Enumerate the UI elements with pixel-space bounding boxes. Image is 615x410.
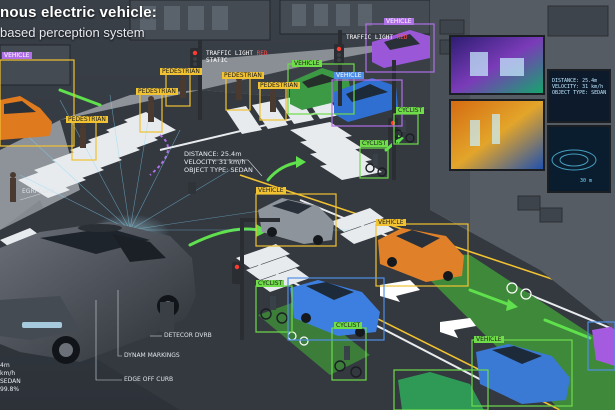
label-vehicle-orange: VEHICLE <box>376 219 406 226</box>
object-type: OBJECT TYPE: SEDAN <box>184 166 253 174</box>
label-cyclist-3: CYCLIST <box>360 140 389 147</box>
ego-readout-type: SEDAN <box>0 378 21 385</box>
callout-edge-off-curb: EDGE OFF CURB <box>124 376 174 383</box>
ego-readout: 4m km/h SEDAN 99.8% <box>0 362 21 394</box>
screen-readout: DISTANCE: 25.4m VELOCITY: 31 km/h OBJECT… <box>552 78 606 96</box>
object-velocity: VELOCITY: 31 km/h <box>184 158 246 166</box>
label-vehicle-blue: VEHICLE <box>334 72 364 79</box>
label-pedestrian-4: PEDESTRIAN <box>66 116 108 123</box>
ego-readout-confidence: 99.8% <box>0 386 20 393</box>
page-title: nous electric vehicle: <box>0 4 157 21</box>
traffic-light-1-state: RED <box>256 50 268 57</box>
callout-detector-curb: DETECOR DVRB <box>164 332 212 339</box>
page-subtitle: based perception system <box>0 25 145 40</box>
label-cyclist-2: CYCLIST <box>334 322 363 329</box>
label-vehicle-top-right: VEHICLE <box>384 18 414 25</box>
label-pedestrian-1: PEDESTRIAN <box>160 68 202 75</box>
object-info-panel: DISTANCE: 25.4m VELOCITY: 31 km/h OBJECT… <box>184 150 253 174</box>
object-distance: DISTANCE: 25.4m <box>184 150 242 158</box>
label-pedestrian-2: PEDESTRIAN <box>222 72 264 79</box>
traffic-light-1-label: TRAFFIC LIGHT <box>206 50 253 57</box>
label-vehicle-top-left: VEHICLE <box>2 52 32 59</box>
callout-edge-curb: EGRI CURB <box>22 188 56 195</box>
screen-velocity: VELOCITY: 31 km/h <box>552 84 604 90</box>
screen-distance: DISTANCE: 25.4m <box>552 78 598 84</box>
traffic-light-2-label: TRAFFIC LIGHT <box>346 34 393 41</box>
callout-dynam-markings: DYNAM MARKINGS <box>124 352 180 359</box>
label-cyclist-1: CYCLIST <box>256 280 285 287</box>
label-pedestrian-5: PEDESTRIAN <box>136 88 178 95</box>
screen-small-readout: 30 m <box>580 178 593 184</box>
traffic-light-1-status: STATIC <box>206 57 228 64</box>
label-pedestrian-3: PEDESTRIAN <box>258 82 300 89</box>
traffic-light-annotation-2: TRAFFIC LIGHT RED <box>346 34 407 41</box>
label-vehicle-green: VEHICLE <box>292 60 322 67</box>
traffic-light-annotation-1: TRAFFIC LIGHT RED STATIC <box>206 50 267 64</box>
traffic-light-2-state: RED <box>396 34 408 41</box>
ego-readout-distance: 4m <box>0 362 10 369</box>
screen-object-type: OBJECT TYPE: SEDAN <box>552 90 607 96</box>
label-vehicle-mid: VEHICLE <box>256 187 286 194</box>
ego-readout-speed: km/h <box>0 370 16 377</box>
label-vehicle-bottom-right: VEHICLE <box>474 336 504 343</box>
label-cyclist-4: CYCLIST <box>396 107 425 114</box>
